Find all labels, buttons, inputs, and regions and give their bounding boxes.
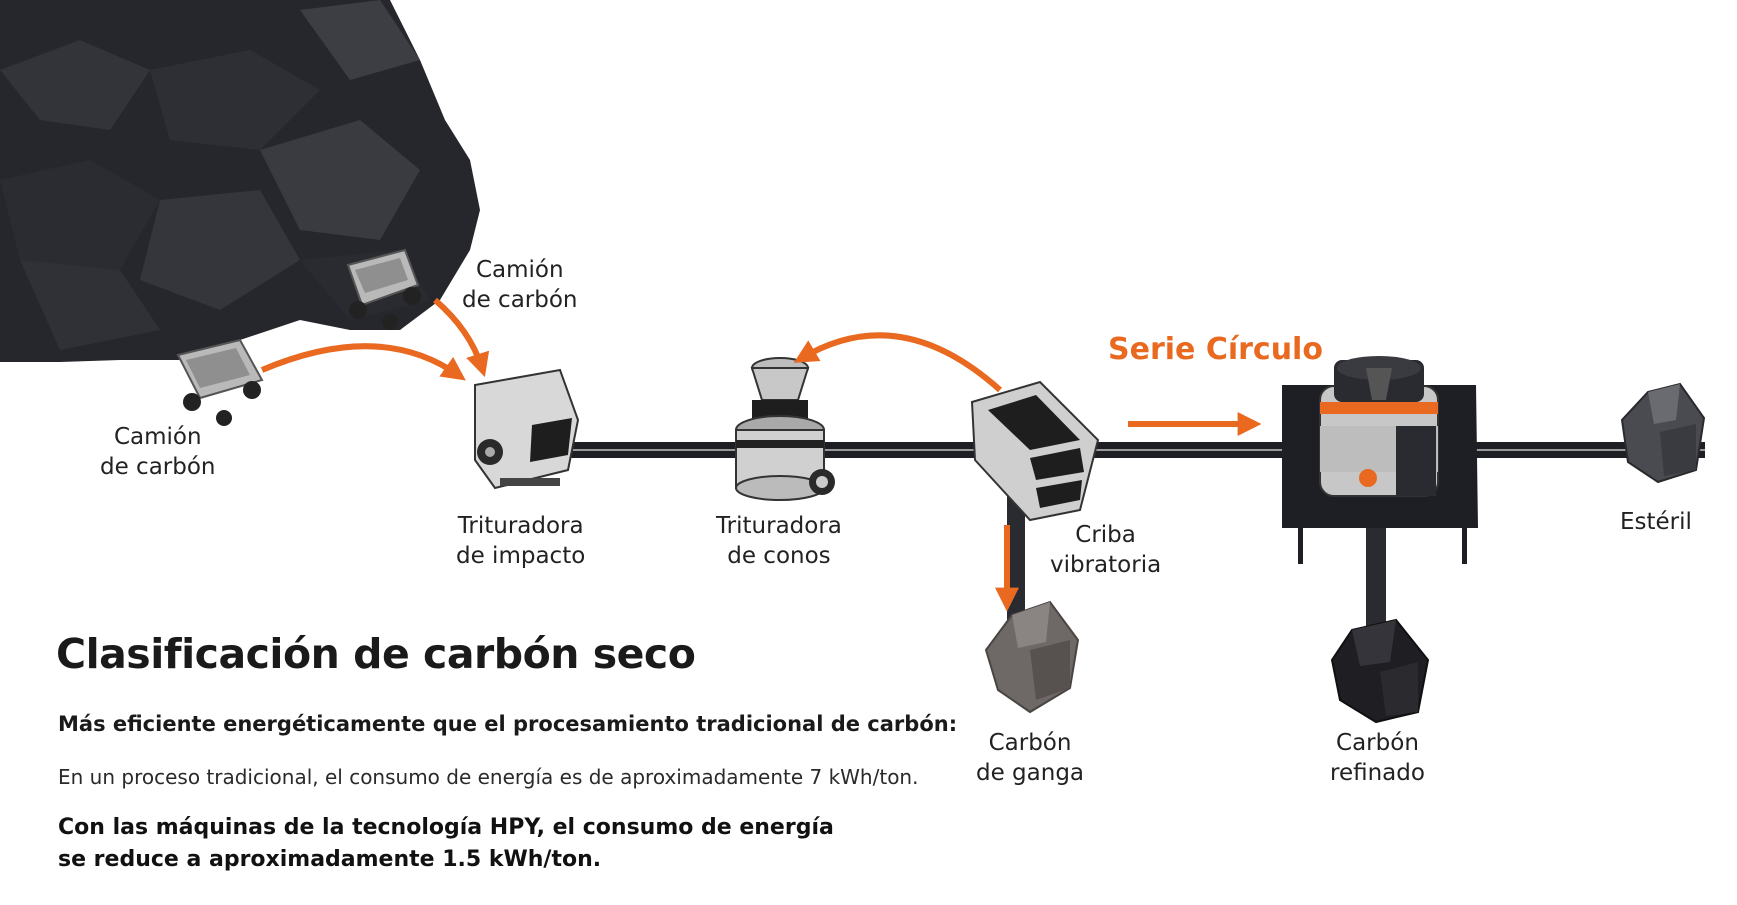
label-gangue-coal-line2: de ganga: [976, 760, 1085, 786]
page-title: Clasificación de carbón seco: [56, 630, 696, 678]
serie-circulo-machine: [1282, 356, 1478, 564]
subtitle: Más eficiente energéticamente que el pro…: [58, 712, 958, 736]
highlight-line1: Con las máquinas de la tecnología HPY, e…: [58, 815, 834, 840]
vibrating-screen-machine: [970, 380, 1100, 522]
gangue-coal-pile: [984, 600, 1080, 714]
coal-truck-top: [346, 248, 421, 330]
label-vibrating-screen-line1: Criba: [1075, 522, 1136, 548]
cone-crusher-machine: [735, 357, 835, 501]
label-refined-coal-line1: Carbón: [1336, 730, 1419, 756]
flow-arrows: [260, 297, 1262, 612]
label-impact-crusher-line2: de impacto: [456, 543, 586, 569]
label-vibrating-screen: Criba vibratoria: [1050, 520, 1161, 580]
arrow-truck-left-to-impact-crusher: [260, 343, 466, 381]
highlight-line2: se reduce a aproximadamente 1.5 kWh/ton.: [58, 847, 602, 872]
label-impact-crusher-line1: Trituradora: [457, 513, 584, 539]
arrow-screen-to-cone-crusher: [793, 332, 1003, 393]
label-truck-top-line2: de carbón: [462, 287, 578, 313]
impact-crusher-machine: [474, 368, 580, 490]
label-truck-top-line1: Camión: [475, 257, 564, 283]
label-vibrating-screen-line2: vibratoria: [1050, 552, 1162, 578]
body-text: En un proceso tradicional, el consumo de…: [58, 765, 919, 789]
label-serie-circulo: Serie Círculo: [1108, 332, 1323, 367]
label-cone-crusher: Trituradora de conos: [716, 511, 842, 571]
label-cone-crusher-line2: de conos: [727, 543, 831, 569]
arrow-truck-top-to-impact-crusher: [433, 297, 490, 378]
coal-truck-left: [176, 338, 264, 426]
label-waste: Estéril: [1620, 509, 1692, 535]
label-cone-crusher-line1: Trituradora: [716, 513, 842, 539]
label-truck-left-line1: Camión: [113, 424, 202, 450]
label-refined-coal: Carbón refinado: [1330, 728, 1425, 788]
label-truck-left: Camión de carbón: [100, 422, 216, 482]
refined-coal-pile: [1330, 618, 1430, 724]
label-truck-top: Camión de carbón: [462, 255, 578, 315]
highlight-text: Con las máquinas de la tecnología HPY, e…: [58, 812, 834, 876]
coal-pile: [0, 0, 480, 362]
label-truck-left-line2: de carbón: [100, 454, 216, 480]
label-impact-crusher: Trituradora de impacto: [456, 511, 585, 571]
waste-rock-pile: [1620, 382, 1706, 484]
label-refined-coal-line2: refinado: [1330, 760, 1425, 786]
label-gangue-coal: Carbón de ganga: [976, 728, 1084, 788]
label-gangue-coal-line1: Carbón: [988, 730, 1072, 756]
